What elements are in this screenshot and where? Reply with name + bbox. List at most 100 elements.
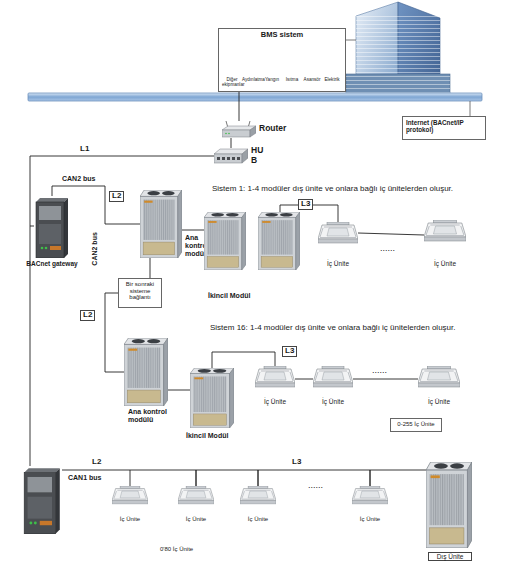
node-text: İkincil Modül: [186, 432, 256, 440]
building-illustration: [346, 2, 450, 100]
node-text: Router: [259, 124, 299, 134]
connector-line: [182, 230, 204, 231]
bacnet-gateway-outline: [34, 196, 70, 258]
icon-label: Isıtma: [282, 77, 302, 82]
icon-label: Asansör: [302, 77, 322, 82]
indoor-unit-outline: [313, 366, 353, 392]
indoor-unit: İç Ünite: [352, 486, 388, 508]
outdoor-unit: Ana kontrol modülü: [124, 338, 168, 406]
node-text: İç Ünite: [170, 516, 222, 523]
indoor-unit-outline: [424, 220, 466, 246]
outdoor-unit-outline: [204, 212, 300, 270]
connector-line: [358, 233, 424, 235]
icon-label: Diğer ekipmanlar: [222, 77, 242, 87]
indoor-unit-shape: [178, 486, 214, 504]
line-label: L3: [282, 346, 297, 357]
outdoor-unit: Dış Ünite: [426, 462, 472, 548]
connector-line: [370, 470, 426, 486]
node-text: BMS sistem: [219, 31, 345, 39]
connector-line: [231, 138, 232, 148]
line-label: L3: [292, 458, 308, 467]
node-text: İç Ünite: [312, 260, 364, 267]
hub-device-shape: [214, 149, 248, 163]
ellipsis-mark: ......: [308, 480, 338, 490]
line-label: L2: [92, 458, 108, 467]
indoor-unit: İç Ünite: [240, 486, 276, 508]
system-note: Sistem 16: 1-4 modüler dış ünite ve onla…: [210, 324, 510, 333]
indoor-unit-outline: [352, 486, 388, 508]
bacnet-gateway: [24, 468, 60, 534]
indoor-unit-shape: [112, 486, 148, 504]
node-text: İç Ünite: [232, 516, 284, 523]
connector-line: [295, 379, 313, 380]
icon-label: Aydınlatma: [242, 77, 262, 82]
outdoor-unit: İkincil Modül: [190, 368, 234, 428]
node-text: Ana kontrol modülü: [128, 408, 168, 424]
icon-label: Elektrik: [322, 77, 342, 82]
network-bus: [470, 101, 471, 116]
hub-device-outline: [214, 148, 248, 164]
node-text: İç Ünite: [413, 398, 465, 405]
outdoor-unit-outline: [426, 462, 472, 548]
outdoor-unit: Ana kontrol modülü: [140, 190, 182, 258]
wire: [62, 470, 130, 471]
node-text: İkincil Modül: [208, 292, 288, 300]
indoor-unit-outline: [112, 486, 148, 508]
bacnet-gateway-shape: [36, 198, 68, 258]
indoor-unit: İç Ünite: [255, 366, 295, 392]
connector-line: [212, 352, 275, 368]
ellipsis-mark: ......: [380, 243, 410, 253]
line-label: L1: [80, 145, 89, 154]
bacnet-gateway: BACnet gateway: [34, 196, 70, 258]
network-bus: [28, 93, 482, 116]
connector-line: [168, 390, 190, 391]
indoor-unit-outline: [418, 366, 460, 392]
connector-line: [150, 258, 151, 278]
outdoor-unit-shape: [190, 368, 234, 428]
indoor-unit-shape: [255, 366, 295, 387]
outdoor-unit-shape: [124, 338, 168, 406]
indoor-unit: İç Ünite: [178, 486, 214, 508]
node-text: Bir sonraki sisteme bağlantı: [120, 281, 160, 301]
indoor-unit-outline: [240, 486, 276, 508]
bacnet-gateway: [24, 468, 60, 534]
node-text: HU B: [251, 146, 267, 165]
router-device-outline: [222, 121, 256, 138]
node-text: Internet (BACnet/IP protokol): [406, 119, 482, 133]
network-bus: [28, 93, 482, 101]
connector-line: [130, 470, 196, 486]
internet-box: Internet (BACnet/IP protokol): [402, 116, 486, 140]
line-label: L3: [298, 199, 313, 210]
count-label: 0'80 İç Ünite: [160, 546, 220, 553]
node-text: İç Ünite: [419, 260, 471, 267]
router-device-shape: [222, 121, 256, 137]
indoor-unit: İç Ünite: [318, 222, 358, 248]
node-text: İç Ünite: [104, 516, 156, 523]
node-text: 0-255 İç Ünite: [391, 421, 441, 428]
hub-device: HU B: [214, 148, 248, 164]
indoor-unit-shape: [352, 486, 388, 504]
node-text: İç Ünite: [307, 398, 359, 405]
node-text: İç Ünite: [344, 516, 396, 523]
router-device: Router: [222, 121, 256, 138]
indoor-unit: İç Ünite: [112, 486, 148, 508]
connector-line: [353, 379, 418, 380]
indoor-unit-shape: [313, 366, 353, 387]
outdoor-unit-shape: [426, 462, 472, 548]
indoor-unit: İç Ünite: [313, 366, 353, 392]
indoor-unit-outline: [318, 222, 358, 248]
ellipsis-mark: ......: [372, 365, 402, 375]
icon-label: Yangın: [262, 77, 282, 82]
bus-label: CAN1 bus: [68, 474, 112, 482]
connection-box: Bir sonraki sisteme bağlantı: [118, 278, 162, 308]
line-label: L2: [80, 310, 95, 321]
node-text: İç Ünite: [249, 398, 301, 405]
indoor-unit: İç Ünite: [424, 220, 466, 246]
outdoor-unit-outline: [190, 368, 234, 428]
outdoor-unit: İkincil Modül: [204, 212, 300, 270]
outdoor-unit-outline: [124, 338, 168, 406]
indoor-unit: İç Ünite: [418, 366, 460, 392]
